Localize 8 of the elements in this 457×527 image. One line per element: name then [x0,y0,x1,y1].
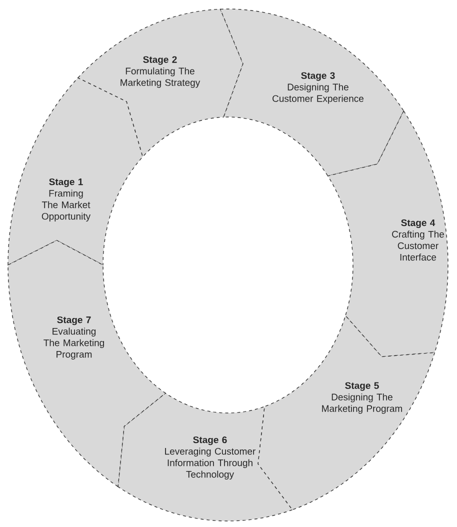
node-label: Stage 4 [401,219,436,228]
stage-segment: Stage 5 Designing The Marketing Program [258,314,436,510]
stage-segment: Stage 6 Leveraging Customer Information Through Technology [118,392,293,522]
stage-segment: Stage 7 Evaluating The Marketing Program [8,240,166,488]
stage-segment: Stage 3 Designing The Customer Experience [220,8,404,176]
node-label: Stage 6 [193,436,227,446]
node-label: Crafting The Customer Interface [392,230,444,261]
node-label: Leveraging Customer Information Through Technology [165,448,256,480]
